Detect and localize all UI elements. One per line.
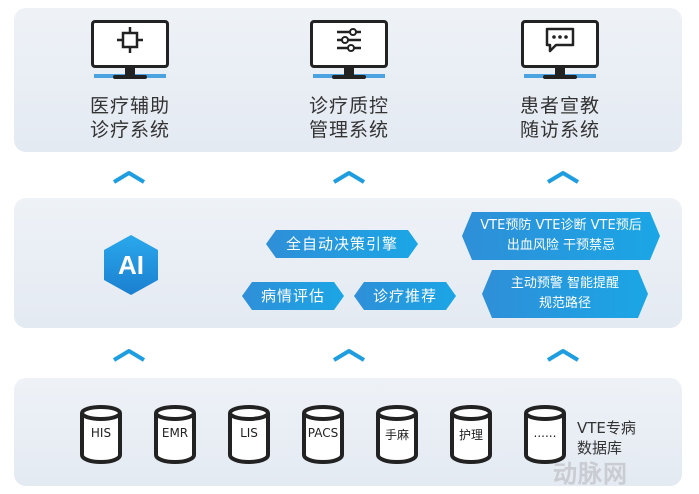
database-more: ...... (523, 404, 567, 464)
system-name-line1: 医疗辅助 (89, 95, 170, 117)
chevron-up-icon (112, 349, 146, 362)
tag-line: 主动预警 智能提醒 (510, 276, 620, 291)
chevron-up-icon (546, 349, 580, 362)
monitor-icon (521, 20, 599, 84)
monitor-icon (310, 20, 388, 84)
database-anesthesia: 手麻 (375, 404, 419, 464)
system-name-line2: 诊疗系统 (89, 119, 170, 141)
database-icon (376, 405, 418, 464)
database-label: LIS (240, 426, 258, 440)
database-emr: EMR (153, 404, 197, 464)
vte-database-title: VTE专病 数据库 (577, 418, 636, 458)
tag-line: 规范路径 (538, 296, 591, 311)
system-name-line2: 随访系统 (519, 119, 600, 141)
ai-label: AI (118, 250, 144, 280)
system-name-line2: 管理系统 (308, 119, 389, 141)
target-icon (117, 27, 143, 53)
chevron-up-icon (112, 171, 146, 184)
tag-active-warning: 主动预警 智能提醒 规范路径 (482, 270, 648, 318)
database-icon (80, 405, 122, 464)
database-icon (228, 405, 270, 464)
database-label: ...... (533, 426, 557, 440)
sliders-icon (337, 28, 361, 52)
tag-auto-decision-engine: 全自动决策引擎 (266, 230, 418, 258)
tag-treatment-recommendation: 诊疗推荐 (354, 282, 456, 310)
system-quality-control: 诊疗质控 管理系统 (279, 20, 419, 142)
database-icon (450, 405, 492, 464)
database-icon (302, 405, 344, 464)
database-nursing: 护理 (449, 404, 493, 464)
database-lis: LIS (227, 404, 271, 464)
chevron-up-icon (332, 349, 366, 362)
ai-hexagon-icon (104, 235, 158, 295)
database-label: HIS (90, 426, 112, 440)
watermark-logo: 动脉网 (553, 460, 628, 488)
database-pacs: PACS (301, 404, 345, 464)
database-icon (524, 405, 566, 464)
database-label: 护理 (458, 428, 483, 442)
database-icon (154, 405, 196, 464)
data-sources-panel (14, 378, 682, 486)
chevron-up-icon (546, 171, 580, 184)
chevron-up-icon (332, 171, 366, 184)
database-label: EMR (161, 426, 189, 440)
db-title-line1: VTE专病 (577, 419, 636, 437)
database-label: 手麻 (384, 428, 409, 442)
chat-icon (545, 27, 575, 53)
database-label: PACS (307, 426, 339, 440)
monitor-icon (91, 20, 169, 84)
system-assist-diagnosis: 医疗辅助 诊疗系统 (60, 20, 200, 142)
tag-line: VTE预防 VTE诊断 VTE预后 (480, 218, 642, 233)
system-name-line1: 患者宣教 (519, 95, 600, 117)
system-name-line1: 诊疗质控 (308, 95, 389, 117)
tag-vte-prevention-diagnosis: VTE预防 VTE诊断 VTE预后 出血风险 干预禁忌 (462, 212, 660, 260)
system-patient-followup: 患者宣教 随访系统 (490, 20, 630, 142)
tag-condition-evaluation: 病情评估 (242, 282, 344, 310)
db-title-line2: 数据库 (577, 439, 623, 457)
database-his: HIS (79, 404, 123, 464)
tag-line: 出血风险 干预禁忌 (506, 238, 616, 253)
